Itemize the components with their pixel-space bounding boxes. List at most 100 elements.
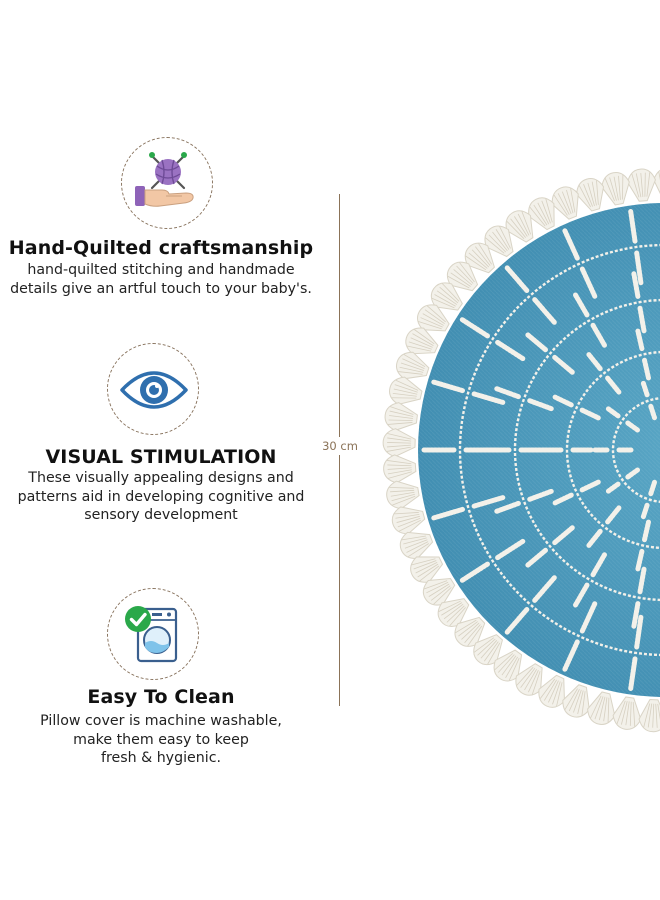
feature-description: Pillow cover is machine washable, make t…: [0, 712, 322, 768]
embroidery-leaf: [562, 228, 580, 261]
feature-description-line: These visually appealing designs and: [28, 470, 294, 486]
embroidery-ring: [513, 298, 660, 602]
tassel: [627, 168, 656, 202]
dimension-label: 30 cm: [320, 437, 360, 455]
embroidery-leaf: [572, 291, 590, 318]
tassel: [528, 197, 555, 231]
feature-title: Easy To Clean: [87, 686, 235, 708]
tassel: [405, 327, 439, 355]
embroidery-ring: [565, 350, 660, 550]
tassel: [416, 304, 450, 332]
embroidery-leaf: [625, 420, 640, 433]
feature-description: hand-quilted stitching and handmade deta…: [0, 261, 322, 298]
embroidery-leaf: [552, 354, 576, 376]
tassel: [612, 696, 642, 730]
embroidery-leaf: [605, 481, 621, 494]
feature-title: VISUAL STIMULATION: [45, 446, 277, 468]
embroidery-leaf: [572, 582, 590, 609]
tassel: [386, 480, 420, 510]
embroidery-leaf: [625, 467, 640, 480]
tassel: [437, 598, 470, 627]
embroidery-leaf: [640, 380, 650, 398]
tassel: [484, 225, 514, 258]
embroidery-leaf: [590, 322, 608, 349]
washing-machine-check-icon: [125, 606, 178, 663]
feature-description-line: Pillow cover is machine washable,: [40, 713, 282, 729]
embroidery-leaf: [493, 385, 521, 400]
embroidery-leaf: [532, 575, 557, 603]
tassel: [410, 556, 444, 583]
embroidery-leaf: [642, 357, 651, 381]
feature-description-line: make them easy to keep: [73, 731, 249, 748]
embroidery-leaf: [495, 339, 526, 362]
embroidery-leaf: [504, 607, 530, 635]
tassel: [562, 684, 590, 718]
embroidery-leaf: [504, 265, 530, 293]
embroidery-leaf: [586, 352, 603, 372]
feature-icon-ring: [107, 343, 199, 435]
embroidery-leaf: [631, 270, 641, 299]
embroidery-leaf: [640, 502, 650, 520]
embroidery-leaf: [459, 317, 490, 339]
feature-icon-ring: [107, 588, 199, 680]
embroidery-leaf: [579, 407, 601, 421]
embroidery-leaf: [552, 394, 574, 408]
tassel: [505, 210, 534, 243]
tassel: [464, 242, 495, 274]
tassel: [446, 261, 479, 292]
embroidery-leaf: [635, 328, 645, 352]
embroidery-leaf: [495, 538, 526, 561]
tassel: [601, 171, 630, 206]
tassel: [473, 634, 504, 666]
embroidery-leaf: [579, 601, 598, 634]
tassel: [638, 699, 660, 733]
embroidery-leaf: [579, 266, 598, 299]
embroidery-leaf: [586, 528, 603, 548]
embroidery-leaf: [579, 479, 601, 493]
embroidery-leaf: [459, 561, 490, 583]
embroidery-leaf: [493, 500, 521, 515]
tassel: [538, 674, 565, 708]
tassel-fringe: [382, 167, 660, 733]
yarn-hand-icon: [135, 152, 194, 207]
feature-title: Hand-Quilted craftsmanship: [8, 237, 314, 259]
tassel: [384, 402, 418, 431]
tassel: [422, 577, 456, 606]
tassel: [576, 178, 605, 212]
embroidery-leaf: [552, 492, 574, 506]
eye-icon: [120, 371, 188, 409]
embroidery-leaf: [635, 548, 645, 572]
embroidery-leaf: [634, 614, 644, 650]
embroidery-leaf: [532, 297, 557, 325]
feature-icon-ring: [121, 137, 213, 229]
embroidery-leaf: [527, 488, 555, 502]
feature-description-line: fresh & hygienic.: [100, 750, 222, 766]
cushion-embroidery: [421, 209, 660, 691]
feature-description-line: patterns aid in developing cognitive and: [17, 488, 305, 505]
embroidery-leaf: [552, 524, 576, 546]
embroidery-leaf: [642, 519, 651, 543]
embroidery-leaf: [471, 495, 506, 509]
embroidery-leaf: [605, 406, 621, 419]
embroidery-leaf: [628, 209, 638, 244]
tassel: [515, 663, 543, 696]
tassel: [399, 531, 434, 560]
feature-description: These visually appealing designs and pat…: [0, 469, 322, 525]
tassel: [493, 649, 523, 682]
tassel: [382, 428, 416, 458]
feature-description-line: sensory development: [84, 507, 238, 523]
tassel: [587, 691, 616, 725]
embroidery-leaf: [431, 379, 465, 394]
embroidery-leaf: [605, 375, 622, 395]
tassel: [653, 167, 660, 201]
tassel: [383, 454, 417, 484]
feature-description-line: hand-quilted stitching and handmade: [27, 262, 295, 278]
embroidery-leaf: [637, 565, 647, 595]
tassel: [389, 376, 423, 405]
feature-description-line: details give an artful touch to your bab…: [10, 280, 312, 297]
tassel: [454, 616, 486, 647]
embroidery-leaf: [524, 547, 548, 569]
embroidery-leaf: [471, 391, 506, 405]
tassel: [391, 506, 426, 535]
